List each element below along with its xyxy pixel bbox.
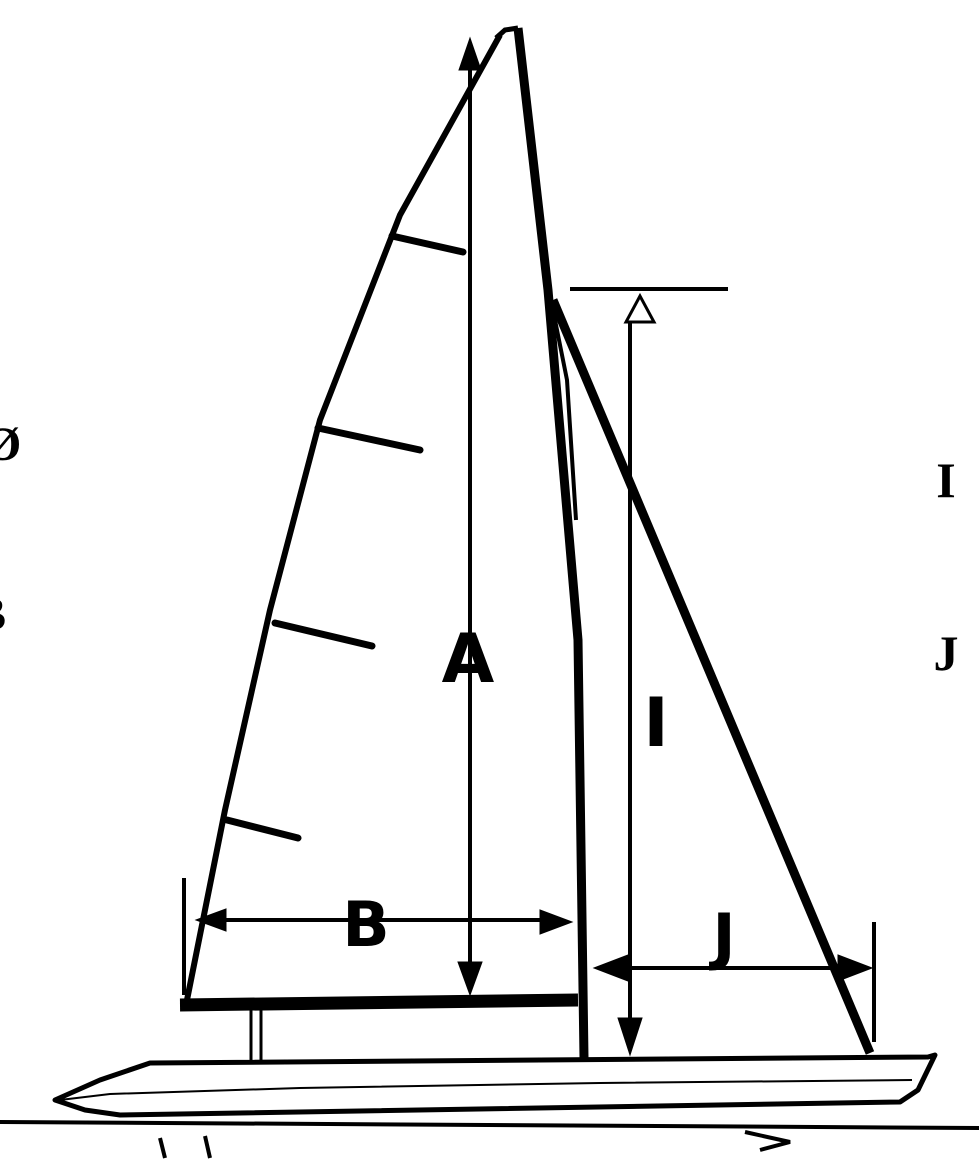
dimension-I-arrow-bottom xyxy=(617,1017,643,1057)
dimension-I xyxy=(570,287,728,1057)
forestay xyxy=(548,298,875,1055)
battens xyxy=(223,232,467,842)
side-label-left-top: Ø xyxy=(0,418,21,471)
label-B: B xyxy=(342,888,389,961)
dimension-B-arrow-right xyxy=(539,909,574,935)
batten-4 xyxy=(223,816,302,842)
label-I: I xyxy=(643,684,668,763)
dimension-I-arrow-top xyxy=(623,292,657,324)
mast xyxy=(513,27,589,1059)
dimension-J xyxy=(592,922,876,1042)
label-A: A xyxy=(442,620,495,699)
side-label-J: J xyxy=(934,625,959,681)
batten-3 xyxy=(271,619,376,650)
dimension-J-arrow-right xyxy=(837,954,874,982)
dimension-A-arrow-bottom xyxy=(457,961,483,997)
waterline xyxy=(0,1120,979,1159)
hull-sheer-line xyxy=(59,1079,913,1101)
side-label-I: I xyxy=(936,452,955,508)
batten-1 xyxy=(388,232,467,256)
dimension-A xyxy=(457,36,483,997)
side-label-left-bottom: B xyxy=(0,588,6,641)
label-J: J xyxy=(708,900,735,973)
dimension-B-arrow-left xyxy=(194,908,227,932)
dimension-B xyxy=(182,878,574,995)
mainsail-leech xyxy=(184,33,503,1001)
dimension-A-arrow-top xyxy=(458,36,482,71)
batten-2 xyxy=(314,424,424,454)
boom-post xyxy=(249,1008,263,1062)
boom xyxy=(179,993,579,1012)
dimension-J-arrow-left xyxy=(592,954,629,982)
